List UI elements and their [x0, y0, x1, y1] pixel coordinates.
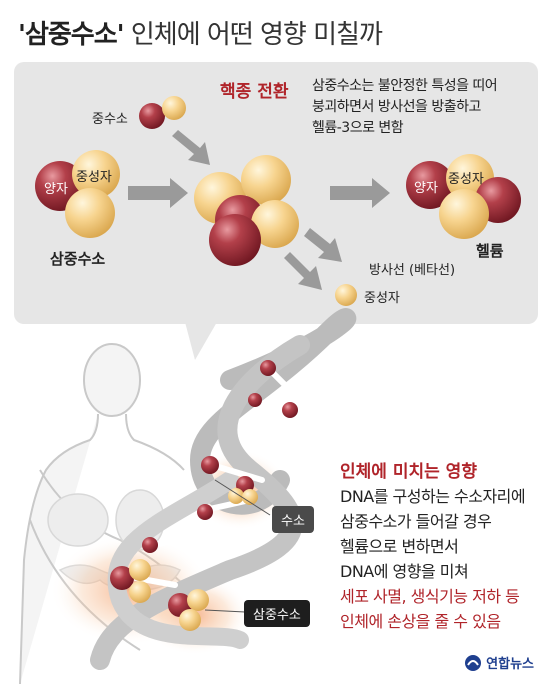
merged-nucleus	[194, 155, 299, 266]
hydrogen-atom	[282, 402, 298, 418]
effect-description: DNA를 구성하는 수소자리에 삼중수소가 들어갈 경우 헬륨으로 변하면서 D…	[340, 484, 526, 634]
proton	[139, 103, 165, 129]
deuterium-label: 중수소	[92, 112, 128, 127]
tritium-proton-label: 양자	[44, 182, 68, 197]
hydrogen-atom	[260, 360, 276, 376]
tritium-nucleus	[35, 150, 120, 238]
effect-line: DNA를 구성하는 수소자리에	[340, 487, 526, 506]
nuclear-heading: 핵종 전환	[220, 82, 289, 102]
page-title: '삼중수소' 인체에 어떤 영향 미칠까	[18, 14, 383, 51]
human-body-outline	[19, 343, 201, 684]
arrow-radiation-out	[304, 228, 342, 262]
tritium-atom-neutron	[129, 581, 151, 603]
nuclear-description: 삼중수소는 불안정한 특성을 띠어 붕괴하면서 방사선을 방출하고 헬륨-3으로…	[312, 76, 498, 139]
arrow-right-2	[330, 178, 390, 208]
base-pair	[252, 397, 303, 433]
base-pair	[147, 532, 218, 548]
hydrogen-atom	[248, 393, 262, 407]
deuterium-nucleus	[139, 96, 186, 129]
panel-pointer	[185, 322, 217, 360]
tritium-atom-neutron	[129, 559, 151, 581]
hydrogen-atom	[201, 456, 219, 474]
neutron	[241, 155, 291, 205]
tritium-label: 삼중수소	[50, 250, 106, 268]
tritium-atom-neutron	[187, 589, 209, 611]
nuclear-line: 붕괴하면서 방사선을 방출하고	[312, 99, 481, 115]
base-pair	[265, 365, 313, 413]
hydrogen-chip: 수소	[272, 506, 314, 533]
tritium-atom-neutron	[228, 488, 244, 504]
yonhap-logo-icon	[465, 654, 482, 671]
nuclear-line: 헬륨-3으로 변함	[312, 120, 404, 136]
base-pair	[202, 497, 253, 513]
hydrogen-leader-line	[214, 479, 271, 516]
helium-proton-label: 양자	[414, 181, 438, 196]
hydrogen-atom	[197, 504, 213, 520]
proton	[209, 214, 261, 266]
hydrogen-atom	[142, 537, 158, 553]
emitted-neutron	[335, 284, 357, 306]
neutron	[72, 150, 120, 198]
arrow-right-1	[128, 178, 188, 208]
dna-atoms	[110, 360, 298, 631]
panel-arrows	[128, 130, 390, 290]
yonhap-logo: 연합뉴스	[464, 653, 534, 672]
arrow-neutron-out	[284, 252, 322, 290]
helium-label: 헬륨	[476, 242, 504, 260]
neutron	[439, 189, 489, 239]
arrow-deuterium-in	[172, 130, 210, 165]
base-pair	[209, 462, 265, 483]
tritium-chip: 삼중수소	[244, 600, 310, 627]
title-rest: 인체에 어떤 영향 미칠까	[130, 20, 383, 50]
nuclear-line: 삼중수소는 불안정한 특성을 띠어	[312, 78, 498, 94]
yonhap-logo-text: 연합뉴스	[486, 657, 534, 672]
radiation-label: 방사선 (베타선)	[369, 263, 456, 278]
effect-warning-line: 인체에 손상을 줄 수 있음	[340, 612, 501, 631]
tritium-atom-neutron	[242, 489, 258, 505]
tritium-leader-line	[204, 609, 246, 613]
effect-line: 삼중수소가 들어갈 경우	[340, 512, 492, 531]
proton	[406, 161, 454, 209]
tritium-neutron-label: 중성자	[76, 170, 112, 185]
helium-nucleus	[406, 154, 521, 239]
effect-line: DNA에 영향을 미쳐	[340, 562, 469, 581]
tritium-atom-proton	[110, 566, 134, 590]
title-quoted: '삼중수소'	[18, 20, 125, 50]
neutron	[251, 200, 299, 248]
emitted-neutron-label: 중성자	[364, 291, 400, 306]
neutron	[162, 96, 186, 120]
neutron	[65, 188, 115, 238]
dna-strand-lower	[107, 471, 249, 649]
effect-heading: 인체에 미치는 영향	[340, 462, 477, 482]
helium-neutron-label: 중성자	[448, 172, 484, 187]
effect-warning-line: 세포 사멸, 생식기능 저하 등	[340, 587, 520, 606]
effect-line: 헬륨으로 변하면서	[340, 537, 459, 556]
tritium-atom-neutron	[179, 609, 201, 631]
